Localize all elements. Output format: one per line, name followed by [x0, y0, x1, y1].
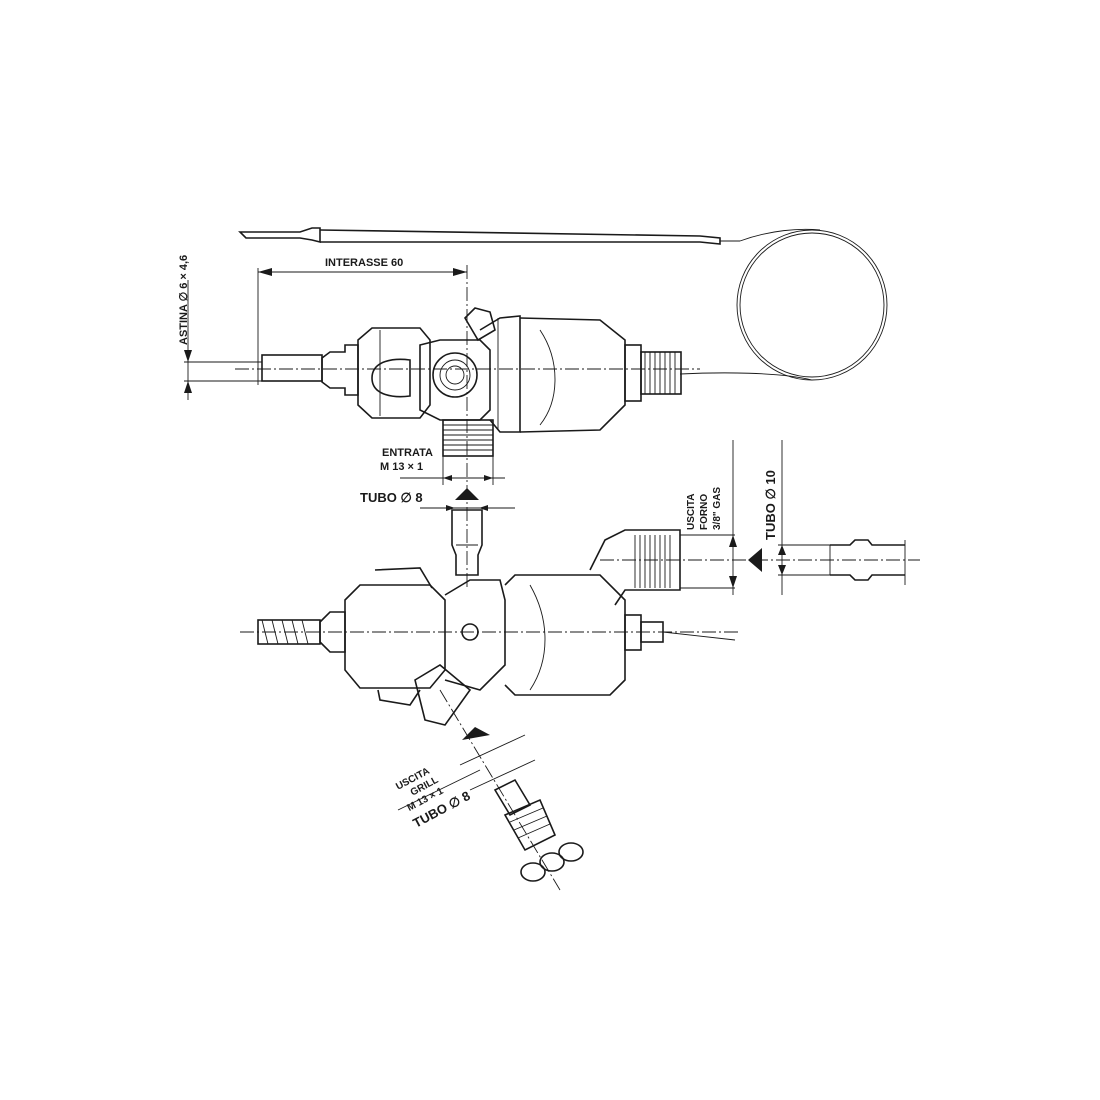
- interasse-label: INTERASSE 60: [325, 257, 403, 269]
- astina-label: ASTINA ∅ 6 × 4,6: [178, 255, 190, 345]
- entrata-dimension: [400, 456, 515, 511]
- forno-dimension: [680, 440, 830, 595]
- forno-tube: [829, 539, 906, 585]
- tubo-forno-label: TUBO ∅ 10: [763, 470, 778, 540]
- upper-valve: [261, 307, 682, 457]
- interasse-dimension: [257, 268, 467, 385]
- inlet-fitting: [451, 509, 483, 576]
- lower-valve: [240, 529, 740, 726]
- astina-dimension: [184, 280, 262, 400]
- thermostat-bulb: [238, 227, 740, 245]
- uscita-forno-label-2: FORNO: [699, 494, 710, 530]
- grill-dimension: [397, 727, 536, 811]
- entrata-thread-label: M 13 × 1: [380, 461, 423, 473]
- tubo-inlet-label: TUBO ∅ 8: [360, 490, 423, 505]
- uscita-forno-label-3: 3/8" GAS: [712, 487, 723, 530]
- capillary-coil: [679, 228, 888, 381]
- uscita-forno-label-1: USCITA: [686, 494, 697, 530]
- entrata-label: ENTRATA: [382, 447, 433, 459]
- grill-fitting: [493, 778, 584, 882]
